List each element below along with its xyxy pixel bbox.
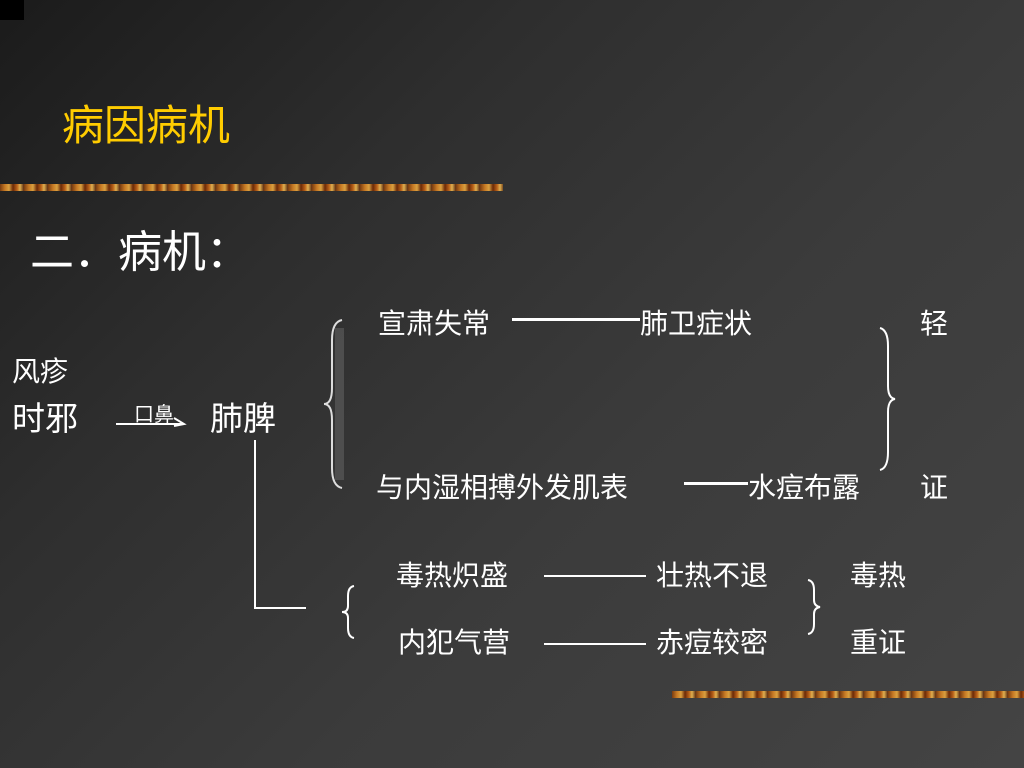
upper-row1-right: 肺卫症状 [640, 307, 753, 340]
upper-conclusion-top: 轻 [920, 307, 949, 340]
upper-conclusion-bottom: 证 [920, 471, 949, 504]
cause-line2: 时邪 [12, 399, 78, 438]
slide-title: 病因病机 [62, 101, 231, 150]
decorative-band-top [0, 184, 503, 191]
upper-row2-dash [684, 482, 748, 485]
lower-row1-dash [544, 575, 646, 577]
lower-left-brace-icon [341, 585, 355, 639]
corner-mark [0, 0, 24, 20]
lower-conclusion-top: 毒热 [850, 559, 907, 592]
lower-row2-right: 赤痘较密 [656, 626, 769, 659]
cause-line1: 风疹 [12, 355, 69, 388]
route-arrow-icon [116, 417, 187, 427]
lower-row2-left: 内犯气营 [398, 626, 511, 659]
upper-row1-dash [512, 318, 640, 321]
upper-right-brace-icon [879, 327, 896, 471]
lower-row1-right: 壮热不退 [656, 559, 769, 592]
upper-row2-left: 与内湿相搏外发肌表 [376, 471, 629, 504]
section-heading: 二．病机： [30, 227, 250, 278]
lower-right-brace-icon [807, 579, 821, 635]
route-label: 口鼻 [134, 402, 174, 426]
lower-row2-dash [544, 643, 646, 645]
upper-row1-left: 宣肃失常 [378, 307, 491, 340]
lower-conclusion-bottom: 重证 [850, 626, 907, 659]
decorative-band-bottom [672, 691, 1024, 698]
upper-left-brace-icon [323, 319, 344, 489]
connector-horizontal [254, 607, 306, 609]
connector-vertical [254, 440, 256, 609]
lower-row1-left: 毒热炽盛 [396, 559, 509, 592]
upper-row2-right: 水痘布露 [748, 471, 861, 504]
cause-target: 肺脾 [210, 399, 276, 438]
